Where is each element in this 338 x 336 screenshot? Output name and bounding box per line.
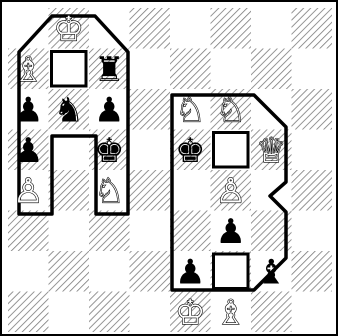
black-pawn-piece[interactable]: ♟ [13, 90, 43, 130]
board-square[interactable] [130, 89, 171, 130]
white-knight-piece[interactable]: ♘ [216, 90, 246, 130]
board-square[interactable] [292, 8, 333, 49]
board-square[interactable] [251, 8, 292, 49]
board-square[interactable] [170, 211, 211, 252]
board-square[interactable] [292, 130, 333, 171]
black-pawn-piece[interactable]: ♟ [175, 252, 205, 292]
board-square[interactable] [49, 292, 90, 333]
board-square[interactable] [130, 49, 171, 90]
black-pawn-piece[interactable]: ♟ [13, 131, 43, 171]
board-square[interactable] [8, 251, 49, 292]
board-square[interactable] [130, 130, 171, 171]
board-square[interactable] [89, 251, 130, 292]
white-queen-piece[interactable]: ♕ [256, 131, 286, 171]
black-king-piece[interactable]: ♚ [175, 131, 205, 171]
board-square[interactable] [251, 89, 292, 130]
white-king-piece[interactable]: ♔ [54, 9, 84, 49]
board-square[interactable] [292, 251, 333, 292]
board-square[interactable] [292, 89, 333, 130]
white-bishop-piece[interactable]: ♗ [216, 293, 246, 333]
board-square[interactable] [49, 211, 90, 252]
board-square[interactable] [8, 292, 49, 333]
black-pawn-piece[interactable]: ♟ [94, 90, 124, 130]
board-square[interactable] [251, 49, 292, 90]
board-square[interactable] [130, 292, 171, 333]
black-bishop-piece[interactable]: ♝ [256, 252, 286, 292]
empty-highlight-square [214, 133, 249, 168]
white-knight-piece[interactable]: ♘ [94, 171, 124, 211]
board-square[interactable] [170, 49, 211, 90]
board-square[interactable] [211, 49, 252, 90]
board-square[interactable] [49, 170, 90, 211]
board-square[interactable] [211, 8, 252, 49]
board-square[interactable] [292, 49, 333, 90]
board-square[interactable] [251, 292, 292, 333]
white-king-piece[interactable]: ♔ [175, 293, 205, 333]
board-square[interactable] [130, 8, 171, 49]
board-square[interactable] [130, 211, 171, 252]
board-square[interactable] [89, 211, 130, 252]
empty-highlight-square [52, 52, 87, 87]
black-rook-piece[interactable]: ♜ [94, 50, 124, 90]
empty-highlight-square [214, 254, 249, 289]
white-knight-piece[interactable]: ♘ [175, 90, 205, 130]
board-square[interactable] [89, 8, 130, 49]
white-pawn-piece[interactable]: ♙ [13, 171, 43, 211]
board-square[interactable] [49, 251, 90, 292]
black-king-piece[interactable]: ♚ [94, 131, 124, 171]
board-square[interactable] [170, 8, 211, 49]
board-square[interactable] [89, 292, 130, 333]
board-square[interactable] [130, 170, 171, 211]
white-bishop-piece[interactable]: ♗ [13, 50, 43, 90]
board-square[interactable] [292, 292, 333, 333]
board-square[interactable] [8, 211, 49, 252]
black-pawn-piece[interactable]: ♟ [216, 212, 246, 252]
white-pawn-piece[interactable]: ♙ [216, 171, 246, 211]
board-square[interactable] [170, 170, 211, 211]
board-square[interactable] [292, 211, 333, 252]
board-square[interactable] [130, 251, 171, 292]
black-knight-piece[interactable]: ♞ [54, 90, 84, 130]
board-square[interactable] [292, 170, 333, 211]
